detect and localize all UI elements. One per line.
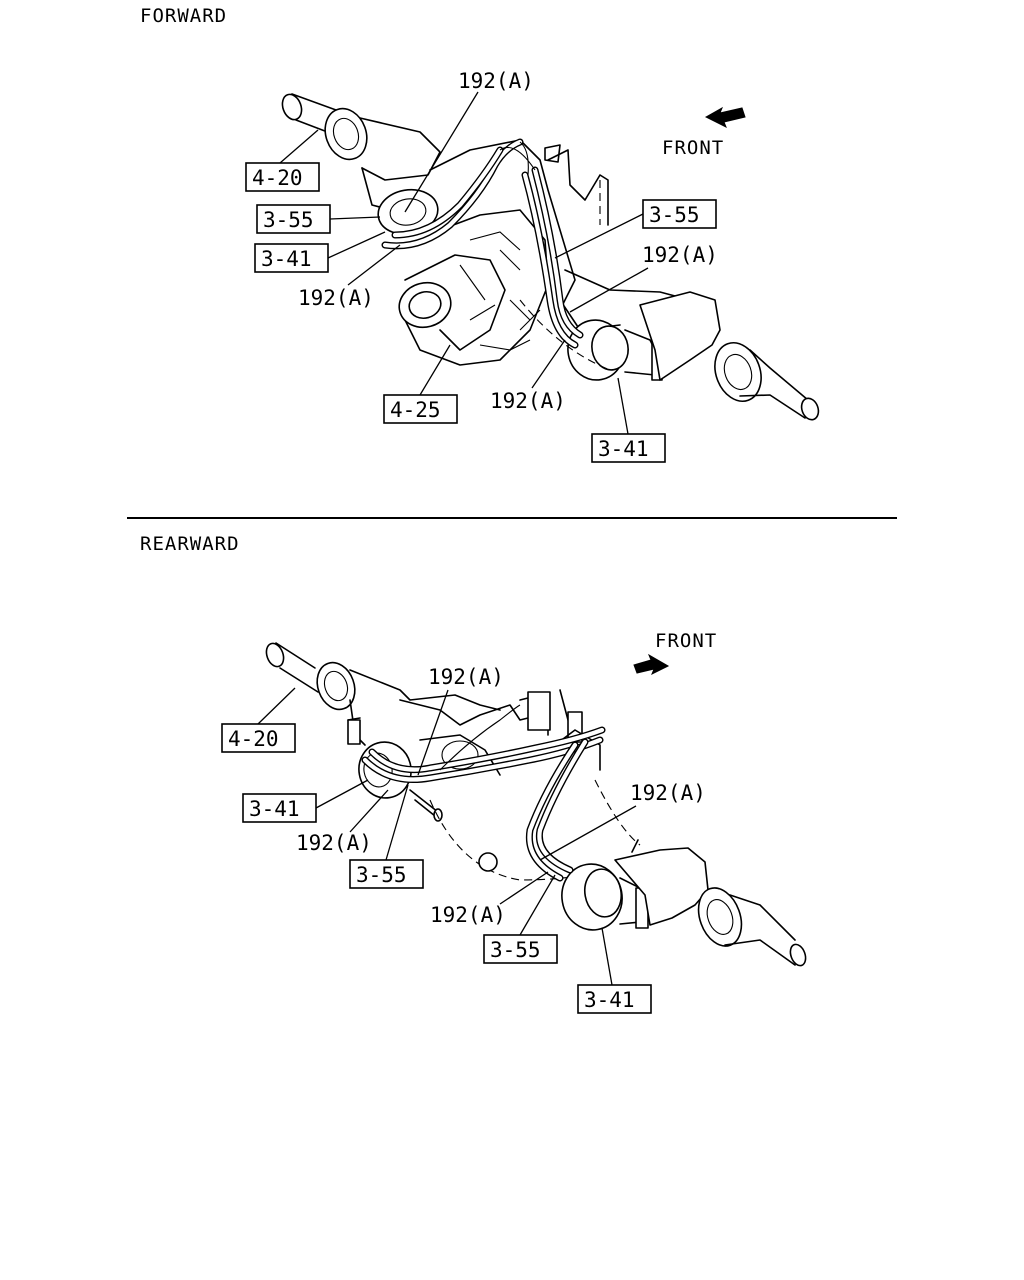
rearward-axle-drawing xyxy=(265,642,807,967)
rearward-heading: REARWARD xyxy=(140,533,240,555)
callout-3-41-bottom: 3-41 xyxy=(598,437,649,461)
rearward-front-arrow-icon xyxy=(633,653,670,676)
forward-section: FORWARD FRONT xyxy=(140,5,820,463)
callout-192a-left-rear: 192(A) xyxy=(296,831,372,855)
callout-3-41-left: 3-41 xyxy=(261,247,312,271)
callout-4-20: 4-20 xyxy=(252,166,303,190)
callout-192a-right-rear: 192(A) xyxy=(630,781,706,805)
forward-brake-pipes xyxy=(381,138,584,349)
callout-4-25: 4-25 xyxy=(390,398,441,422)
callout-box-3-41-left-rear xyxy=(242,793,317,823)
callout-box-3-55-left xyxy=(256,204,331,234)
callout-192a-top-rear: 192(A) xyxy=(428,665,504,689)
callout-box-3-41-bottom-rear xyxy=(577,984,652,1014)
rearward-front-label: FRONT xyxy=(655,630,717,652)
callout-3-41-bottom-rear: 3-41 xyxy=(584,988,635,1012)
callout-192a-top: 192(A) xyxy=(458,69,534,93)
callout-box-3-41-bottom xyxy=(591,433,666,463)
callout-192a-bottom: 192(A) xyxy=(490,389,566,413)
callout-3-55-left-rear: 3-55 xyxy=(356,863,407,887)
forward-axle-drawing xyxy=(281,93,820,421)
callout-box-3-55-bottom-rear xyxy=(483,934,558,964)
rearward-section: REARWARD FRONT xyxy=(140,533,807,1014)
forward-callouts: 4-20 3-55 3-41 192(A) 192(A) 3-55 192(A) xyxy=(245,69,718,463)
rearward-callouts: 4-20 192(A) 3-41 192(A) 3-55 192(A) 192(… xyxy=(221,665,706,1014)
callout-3-41-left-rear: 3-41 xyxy=(249,797,300,821)
callout-3-55-left: 3-55 xyxy=(263,208,314,232)
forward-front-arrow-icon xyxy=(704,106,746,129)
callout-box-3-55-right xyxy=(642,199,717,229)
callout-3-55-right: 3-55 xyxy=(649,203,700,227)
callout-4-20-rear: 4-20 xyxy=(228,727,279,751)
callout-3-55-bottom-rear: 3-55 xyxy=(490,938,541,962)
forward-front-label: FRONT xyxy=(662,137,724,159)
rearward-brake-pipes xyxy=(361,704,606,882)
forward-heading: FORWARD xyxy=(140,5,227,27)
callout-box-3-55-left-rear xyxy=(349,859,424,889)
callout-192a-right: 192(A) xyxy=(642,243,718,267)
callout-box-4-20-rear xyxy=(221,723,296,753)
callout-192a-bottom-rear: 192(A) xyxy=(430,903,506,927)
callout-box-4-20 xyxy=(245,162,320,192)
callout-192a-left: 192(A) xyxy=(298,286,374,310)
